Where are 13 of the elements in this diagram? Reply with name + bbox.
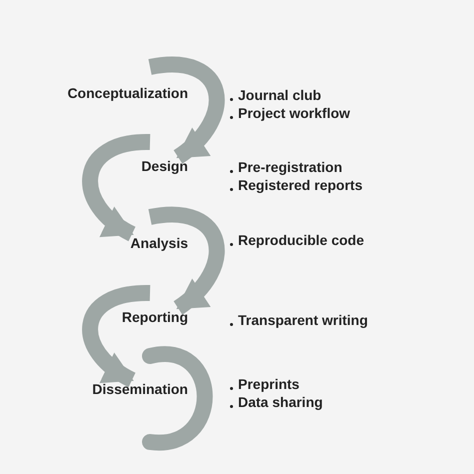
bullet-text: Data sharing bbox=[238, 394, 323, 410]
bullet-text: Pre-registration bbox=[238, 159, 342, 175]
bullet-text: Journal club bbox=[238, 87, 322, 103]
stage-label: Design bbox=[8, 158, 188, 174]
bullet-text: Reproducible code bbox=[238, 232, 364, 248]
bullet-text: Project workflow bbox=[238, 105, 350, 121]
bullet-text: Preprints bbox=[238, 376, 300, 392]
bullet-text: Transparent writing bbox=[238, 312, 368, 328]
stage-label: Reporting bbox=[8, 309, 188, 325]
stage-label: Analysis bbox=[8, 235, 188, 251]
bullet-text: Registered reports bbox=[238, 177, 362, 193]
stage-label: Dissemination bbox=[8, 381, 188, 397]
stage-label: Conceptualization bbox=[8, 85, 188, 101]
